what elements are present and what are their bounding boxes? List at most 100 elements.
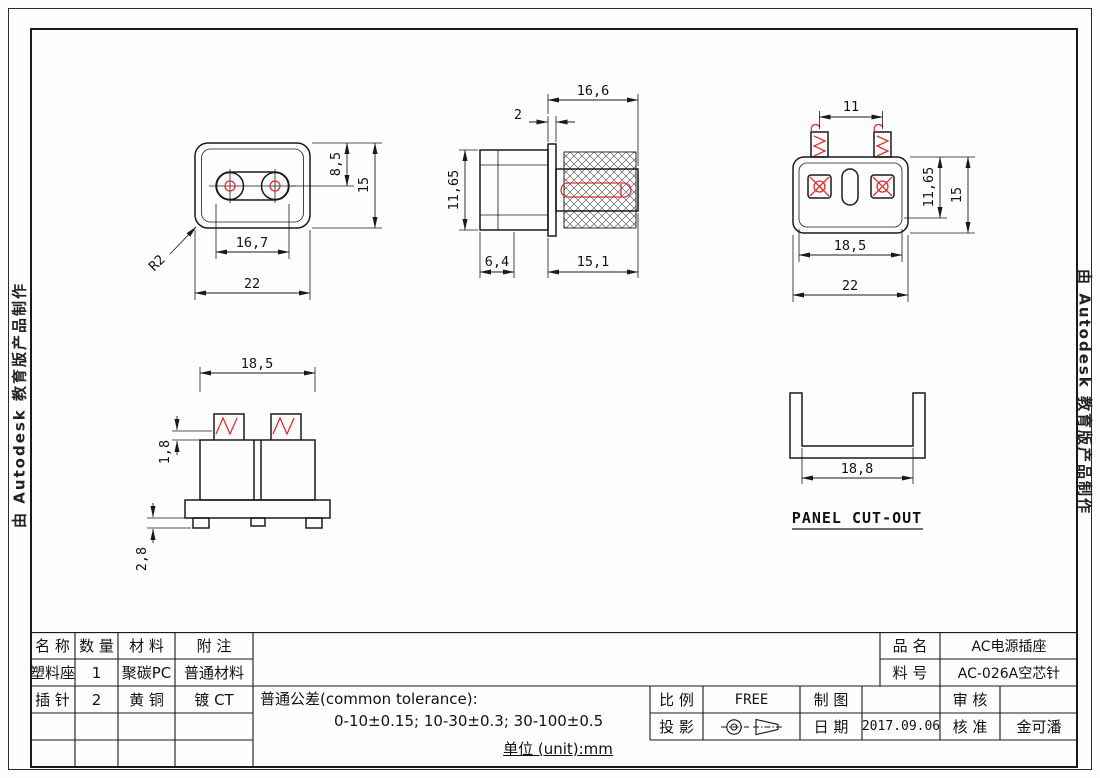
bottom-foot-left [192,517,210,529]
rear-clip-right-hook [873,123,884,133]
rear-dim-width: 22 [842,278,858,294]
unit-note: 单位 (unit):mm [503,739,613,758]
bottom-clip-right [270,413,302,440]
rear-dim-clip-span: 11 [843,99,859,115]
bottom-clip-left [213,413,245,440]
bottom-clip-right-spring [272,416,295,436]
view-panel-cutout: 18,8 PANEL CUT-OUT [789,392,926,530]
header-qty: 数 量 [79,637,114,655]
date-label: 日 期 [813,718,849,736]
panel-cutout-dimensions: 18,8 [801,448,914,484]
check-label: 审 核 [952,691,988,709]
front-dim-width: 22 [244,276,260,292]
panel-cutout-dim-width: 18,8 [841,461,874,477]
approve-value: 金可潘 [1016,718,1062,736]
bottom-foot-right [305,517,323,529]
product-value: AC电源插座 [971,638,1047,655]
scale-label: 比 例 [659,691,694,709]
bottom-dim-width: 18,5 [241,356,274,372]
sheet-inner-border [30,28,1078,768]
front-dim-pin-height: 8,5 [328,152,344,176]
header-material: 材 料 [129,637,164,655]
bottom-dim-foot: 2,8 [134,547,150,571]
side-barrel [555,168,639,212]
rear-clip-right [873,131,892,158]
side-dim-body: 6,4 [485,254,509,270]
product-label: 品 名 [892,637,928,655]
rear-pin-left-pocket [807,174,832,199]
rear-clip-left-hook [810,123,821,133]
front-pin-left-core [224,180,236,192]
rear-clip-left-spring [812,135,827,157]
rear-dim-height: 15 [949,187,965,203]
panel-cutout-outline [789,392,926,459]
tolerance-note: 普通公差(common tolerance): 0-10±0.15; 10-30… [260,688,652,730]
sheet-outer-border [8,8,1092,770]
side-panel-hatch [563,151,637,229]
row2-note: 镀 CT [194,691,234,709]
front-radius-label: R2 [146,252,169,275]
rear-dimensions: 11 18,5 22 11,65 15 [792,99,975,302]
side-flange [547,143,557,237]
rear-center-slot [841,168,859,206]
front-dimensions: 16,7 22 8,5 15 R2 [146,142,382,300]
approve-label: 核 准 [952,718,988,736]
view-front: 16,7 22 8,5 15 R2 [146,142,382,300]
side-dim-depth: 16,6 [577,83,610,99]
side-pin [560,182,632,198]
view-side: 2 16,6 11,65 6,4 15,1 [446,83,639,278]
row1-name: 塑料座 [30,664,76,682]
scale-value: FREE [734,691,769,708]
rear-pin-left-cross [809,176,830,197]
bottom-dimensions: 18,5 1,8 2,8 [134,356,316,571]
drawing-canvas: 16,7 22 8,5 15 R2 [134,83,975,571]
side-dim-height: 11,65 [446,170,462,211]
tolerance-title: 普通公差(common tolerance): [260,690,478,708]
date-value: 2017.09.06 [861,719,941,734]
rear-clip-left [810,131,829,158]
header-name: 名 称 [35,637,70,655]
rear-pin-right-pocket [870,174,895,199]
rear-outline [792,156,909,234]
rear-dim-inner-width: 18,5 [834,238,867,254]
rear-dim-pin-height: 11,65 [921,167,937,208]
part-label: 料 号 [892,664,928,682]
title-block-grid [30,632,1078,768]
bottom-body-outline [199,439,316,501]
rear-clip-right-spring [875,135,890,157]
row2-name: 插 针 [35,691,70,709]
rear-pin-right [876,180,889,193]
front-dim-height: 15 [356,177,372,193]
projection-label: 投 影 [659,718,694,736]
front-inner-outline [201,148,304,223]
rear-pin-left [813,180,826,193]
bottom-base-flange [184,499,331,519]
row1-material: 聚碳PC [121,664,172,682]
row2-material: 黄 铜 [129,691,164,709]
projection-symbol [703,713,800,740]
rear-inner-outline [798,162,903,228]
row2-qty: 2 [91,690,102,709]
draft-label: 制 图 [813,691,849,709]
front-pin-right [260,171,290,201]
side-dimensions: 2 16,6 11,65 6,4 15,1 [446,83,639,278]
view-bottom: 18,5 1,8 2,8 [134,356,331,571]
rear-pin-right-cross [872,176,893,197]
front-pin-right-core [269,180,281,192]
bottom-dim-clip: 1,8 [157,440,173,464]
row1-note: 普通材料 [183,664,244,682]
side-dim-barrel: 15,1 [577,254,610,270]
bottom-clip-left-spring [215,416,238,436]
header-note: 附 注 [196,637,232,655]
front-outline [194,142,311,229]
front-dim-inner-width: 16,7 [236,235,269,251]
row1-qty: 1 [91,663,102,682]
view-rear: 11 18,5 22 11,65 15 [792,99,975,302]
edu-watermark-left: 由 Autodesk 教育版产品制作 [10,281,29,529]
tolerance-values: 0-10±0.15; 10-30±0.3; 30-100±0.5 [334,712,604,730]
front-pin-left [215,171,245,201]
bottom-foot-center [250,517,266,527]
part-value: AC-026A空芯针 [957,665,1061,682]
side-dim-flange: 2 [514,107,522,123]
